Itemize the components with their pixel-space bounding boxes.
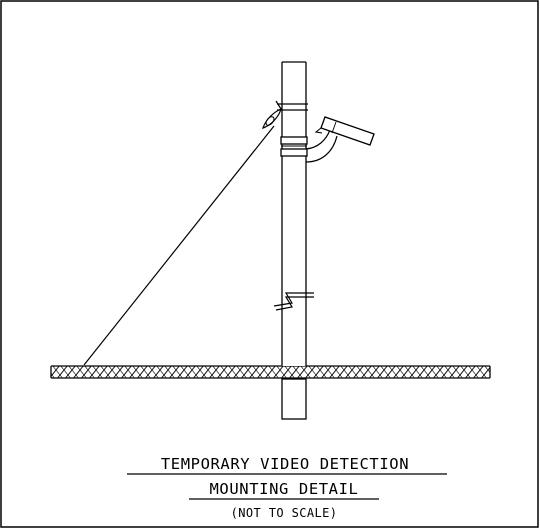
camera-arm xyxy=(305,129,338,163)
guy-attachment-band xyxy=(277,103,308,111)
ground-surface xyxy=(50,365,491,379)
guy-wire xyxy=(83,125,275,366)
mounting-pole xyxy=(281,61,307,420)
detail-title-line-2: MOUNTING DETAIL xyxy=(210,480,359,498)
camera-mounting-band xyxy=(280,136,308,157)
guy-wire-clamp xyxy=(262,100,282,129)
detail-caption: TEMPORARY VIDEO DETECTION MOUNTING DETAI… xyxy=(127,455,447,520)
pole-break-symbol xyxy=(273,287,314,311)
detail-title-line-1: TEMPORARY VIDEO DETECTION xyxy=(161,455,409,473)
scale-note: (NOT TO SCALE) xyxy=(231,506,338,520)
video-detection-camera xyxy=(314,116,375,146)
